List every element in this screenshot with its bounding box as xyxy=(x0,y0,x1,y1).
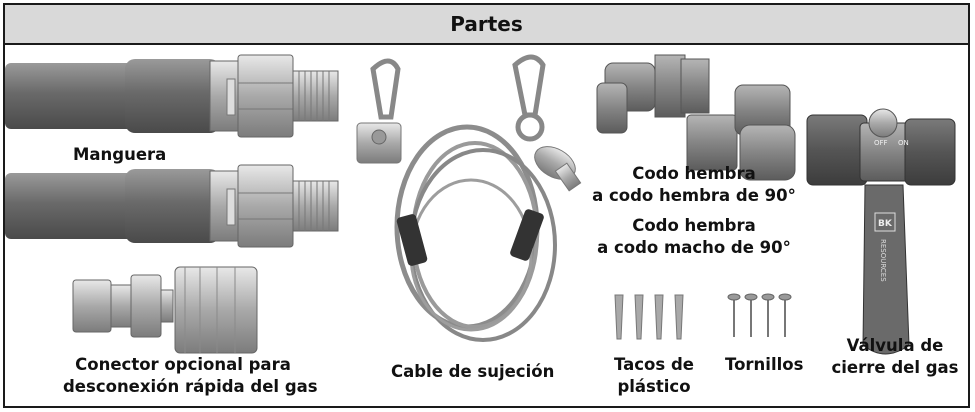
valve-brand-mark: BK xyxy=(878,219,893,229)
wall-bracket-left xyxy=(356,58,402,164)
elbow-female-female xyxy=(596,54,710,134)
label-manguera: Manguera xyxy=(73,145,167,164)
label-codo-hh-line2: a codo hembra de 90° xyxy=(592,186,796,205)
panel-title: Partes xyxy=(450,12,523,36)
label-valvula-line2: cierre del gas xyxy=(831,358,959,377)
hose-top xyxy=(5,54,339,138)
label-valvula: Válvula de cierre del gas xyxy=(825,335,965,379)
label-codo-hm-line1: Codo hembra xyxy=(632,216,756,235)
label-codo-hh-line1: Codo hembra xyxy=(632,164,756,183)
valve-on-mark: ON xyxy=(898,139,909,147)
label-conector: Conector opcional para desconexión rápid… xyxy=(63,354,318,398)
label-tacos-line2: plástico xyxy=(617,377,691,396)
valve-off-mark: OFF xyxy=(874,139,888,147)
label-conector-line1: Conector opcional para xyxy=(75,355,291,374)
quick-disconnect-connector xyxy=(72,266,258,354)
panel-header: Partes xyxy=(5,5,968,45)
hose-bottom xyxy=(5,164,339,248)
valve-brand-sub-mark: RESOURCES xyxy=(879,239,887,282)
parts-panel: Partes xyxy=(3,3,970,408)
label-tacos-line1: Tacos de xyxy=(614,355,694,374)
label-cable: Cable de sujeción xyxy=(391,362,555,381)
parts-illustration: OFF ON BK RESOURCES xyxy=(5,54,956,355)
wall-bracket-right xyxy=(512,54,582,192)
label-codo-hembra-hembra: Codo hembra a codo hembra de 90° xyxy=(589,163,799,207)
label-tornillos: Tornillos xyxy=(725,355,804,374)
label-valvula-line1: Válvula de xyxy=(846,336,944,355)
label-codo-hm-line2: a codo macho de 90° xyxy=(597,238,791,257)
plastic-anchors xyxy=(614,294,684,340)
label-conector-line2: desconexión rápida del gas xyxy=(63,377,318,396)
label-codo-hembra-macho: Codo hembra a codo macho de 90° xyxy=(589,215,799,259)
elbow-female-male xyxy=(686,84,796,181)
screws xyxy=(727,293,792,337)
restraint-cable xyxy=(394,124,557,342)
label-tacos: Tacos de plástico xyxy=(611,354,697,398)
gas-shutoff-valve: OFF ON BK RESOURCES xyxy=(806,108,956,355)
